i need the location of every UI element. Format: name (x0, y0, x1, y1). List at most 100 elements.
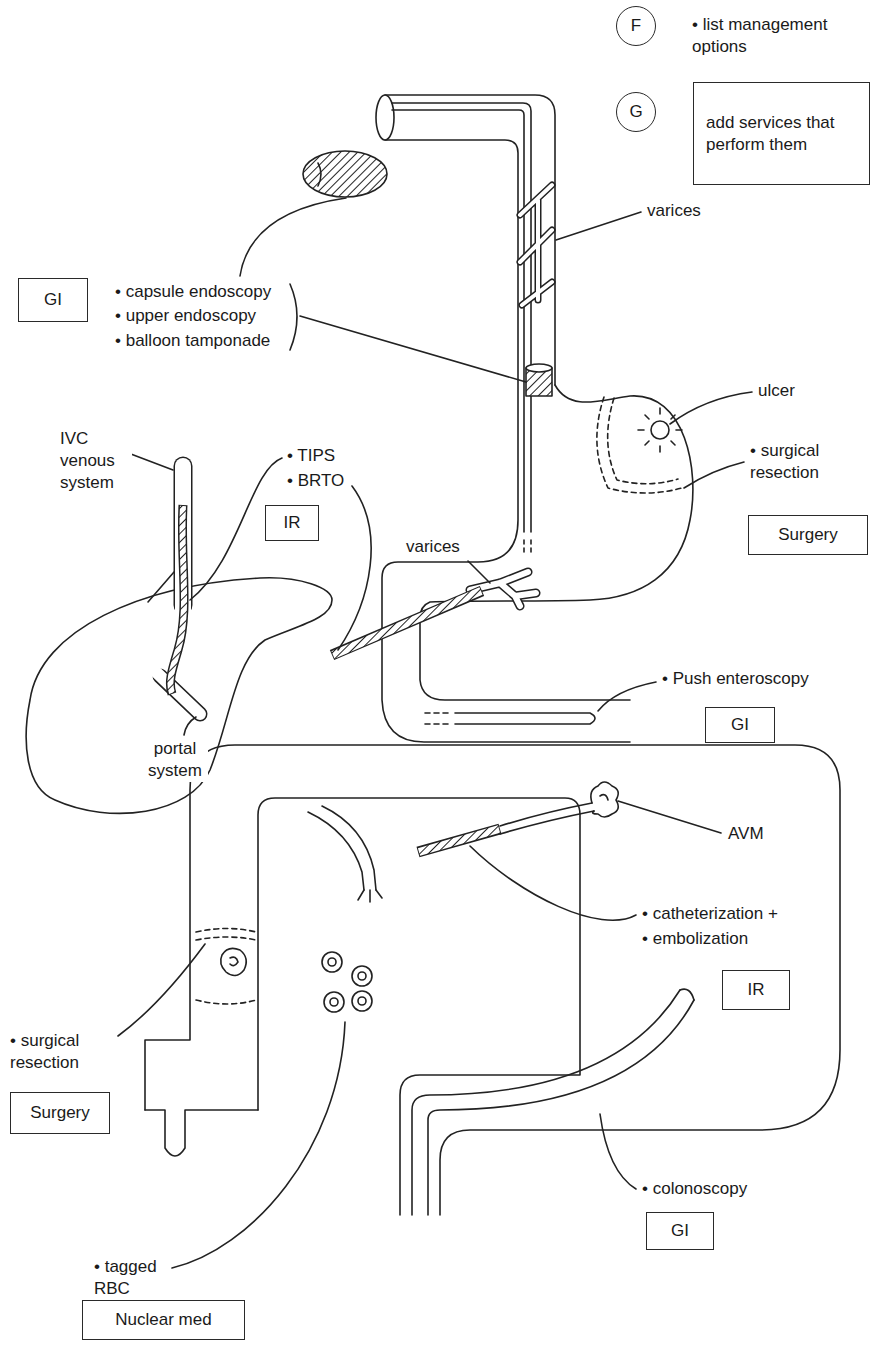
service-box: GI (705, 707, 775, 743)
tips-stent (170, 505, 184, 694)
leader-line (598, 682, 656, 711)
annotation-label: • Push enteroscopy (660, 668, 811, 690)
leader-line (670, 392, 752, 424)
esophageal-varices (520, 185, 552, 305)
service-box: Nuclear med (82, 1300, 245, 1340)
small-bowel-loops (352, 991, 372, 1011)
avm-vessel (500, 782, 618, 834)
annotation-label: ulcer (756, 380, 797, 402)
annotation-label: • catheterization + (640, 903, 780, 925)
node-text: add services that perform them (706, 112, 857, 156)
step-circle: F (616, 6, 656, 46)
node-text: G (629, 101, 642, 123)
annotation-label: • TIPS (285, 445, 337, 467)
step-circle: G (616, 92, 656, 132)
small-bowel-loops (330, 998, 338, 1006)
capsule-drawing (318, 163, 321, 186)
small-bowel-loops (358, 972, 366, 980)
service-box: GI (646, 1212, 714, 1250)
small-bowel-loops (324, 992, 344, 1012)
colon-drawing (258, 798, 580, 1215)
embolization-catheter (418, 829, 500, 852)
node-text: GI (731, 714, 749, 736)
colon-drawing (145, 745, 840, 1215)
small-bowel-loops (322, 952, 372, 1012)
embolization-catheter (418, 829, 500, 852)
resection-margin (597, 397, 682, 493)
annotation-label: • surgical resection (8, 1030, 117, 1074)
node-text: IR (284, 512, 301, 534)
leader-line (556, 212, 641, 240)
portal-vein (156, 672, 200, 714)
portal-vein (156, 672, 200, 714)
colon-drawing (145, 745, 840, 1215)
esophagus-drawing (524, 540, 531, 556)
leader-line (300, 316, 526, 382)
leader-line (240, 198, 346, 276)
annotation-label: • balloon tamponade (113, 330, 272, 352)
push-enteroscope (425, 713, 450, 724)
annotation-label: • BRTO (285, 470, 346, 492)
avm-vessel (600, 795, 608, 800)
leader-line (684, 462, 744, 488)
tips-stent (170, 505, 184, 694)
node-text: GI (671, 1220, 689, 1242)
push-enteroscope (455, 713, 595, 724)
gi-tract-illustration (26, 95, 840, 1268)
ulcer-drawing (638, 408, 682, 452)
colon-tumor (221, 948, 247, 975)
service-box: GI (18, 278, 88, 322)
balloon-tamponade (526, 364, 552, 372)
embolization-catheter (419, 829, 499, 852)
colon-tumor (221, 948, 247, 975)
colonoscope (680, 989, 694, 1000)
esophagus-drawing (376, 95, 630, 742)
resection-margin (597, 397, 682, 493)
tips-stent (170, 506, 184, 693)
leader-line (470, 846, 636, 920)
esophagus-drawing (392, 103, 531, 532)
esophagus-drawing (392, 110, 524, 532)
leader-line (290, 284, 297, 350)
leader-line (618, 801, 721, 833)
resection-margin (196, 929, 256, 933)
capsule-drawing (303, 151, 387, 197)
node-text: F (631, 15, 641, 37)
node-text: GI (44, 289, 62, 311)
esophagus-drawing (376, 95, 394, 140)
mesenteric-vessel (308, 806, 382, 902)
capsule-drawing (303, 151, 387, 197)
annotation-label: • list management options (690, 14, 879, 58)
node-text: Surgery (30, 1102, 90, 1124)
avm-vessel (500, 811, 594, 834)
resection-margin (196, 929, 256, 1005)
push-enteroscope (425, 713, 595, 724)
service-box: IR (265, 505, 319, 541)
service-box: Surgery (748, 515, 868, 555)
small-bowel-loops (352, 966, 372, 986)
leader-line (338, 486, 371, 650)
resection-margin (196, 937, 256, 940)
leader-line (468, 561, 490, 583)
small-bowel-loops (328, 958, 336, 966)
annotation-label: varices (404, 536, 462, 558)
esophageal-varices (520, 185, 552, 305)
esophageal-varices (520, 185, 552, 305)
small-bowel-loops (322, 952, 342, 972)
mesenteric-vessel (308, 812, 364, 890)
node-text: Nuclear med (115, 1309, 211, 1331)
service-box: IR (722, 970, 790, 1010)
annotation-label: AVM (726, 823, 766, 845)
leader-line (94, 198, 752, 1268)
resection-margin (196, 1000, 256, 1004)
brto-catheter (332, 591, 482, 655)
annotation-label: • embolization (640, 928, 750, 950)
ulcer-drawing (651, 421, 669, 439)
esophagus-drawing (385, 95, 555, 385)
ivc-vein (148, 466, 183, 612)
annotation-label: IVC venous system (58, 428, 132, 494)
ulcer-drawing (638, 408, 682, 452)
annotation-label: varices (645, 200, 703, 222)
node-text: Surgery (778, 524, 838, 546)
annotation-label: • tagged RBC (92, 1256, 171, 1300)
